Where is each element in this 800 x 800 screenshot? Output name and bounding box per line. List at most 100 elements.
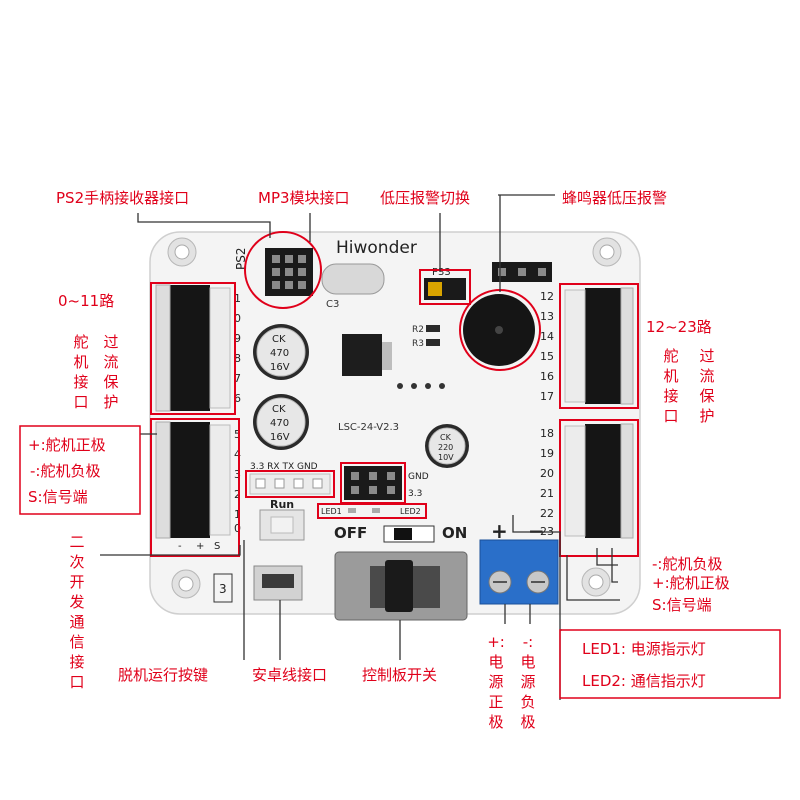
c3-silk: C3 bbox=[326, 299, 339, 310]
left-top-highlight bbox=[150, 282, 236, 415]
svg-text:-: - bbox=[178, 541, 182, 552]
svg-text:8: 8 bbox=[234, 352, 241, 365]
svg-text:22: 22 bbox=[540, 507, 554, 520]
label-power-negative: -:电源负极 bbox=[520, 633, 536, 731]
svg-text:5: 5 bbox=[234, 428, 241, 441]
label-lowvolt-switch: 低压报警切换 bbox=[380, 189, 471, 207]
right-bottom-highlight bbox=[559, 419, 639, 557]
mount-hole-br bbox=[581, 567, 611, 597]
label-range-12-23: 12~23路 bbox=[646, 318, 712, 336]
pin-legend-left: - + S bbox=[178, 541, 220, 552]
svg-text:12: 12 bbox=[540, 290, 554, 303]
run-button-cap bbox=[270, 516, 294, 534]
left-header-bottom bbox=[170, 422, 231, 538]
svg-text:3: 3 bbox=[234, 468, 241, 481]
label-overcurrent-right: 过流保护 bbox=[699, 347, 715, 425]
led-legend-box bbox=[559, 629, 781, 699]
buzzer-highlight bbox=[459, 289, 541, 371]
mp3-header bbox=[344, 466, 402, 500]
label-power-positive: +:电源正极 bbox=[487, 633, 505, 731]
svg-text:18: 18 bbox=[540, 427, 554, 440]
brand-silk: Hiwonder bbox=[336, 238, 417, 258]
svg-text:17: 17 bbox=[540, 390, 554, 403]
left-header-top bbox=[170, 285, 231, 411]
label-servo-interface-right: 舵机接口 bbox=[663, 347, 679, 425]
svg-text:0: 0 bbox=[234, 312, 241, 325]
svg-text:15: 15 bbox=[540, 350, 554, 363]
svg-text:+: + bbox=[196, 541, 204, 552]
svg-text:CK: CK bbox=[440, 433, 452, 442]
svg-text:20: 20 bbox=[540, 467, 554, 480]
right-header-bottom bbox=[564, 424, 621, 538]
label-servo-interface-left: 舵机接口 bbox=[73, 333, 89, 411]
buzzer-hole bbox=[495, 326, 503, 334]
svg-text:14: 14 bbox=[540, 330, 554, 343]
svg-text:9: 9 bbox=[234, 332, 241, 345]
led2 bbox=[372, 508, 380, 513]
svg-text:470: 470 bbox=[270, 348, 289, 359]
p33-silk: P33 bbox=[432, 267, 451, 278]
label-servo-positive-left: +:舵机正极 bbox=[28, 436, 106, 454]
serial-highlight bbox=[245, 470, 335, 498]
power-terminal[interactable] bbox=[479, 539, 559, 605]
test-points bbox=[397, 383, 445, 389]
svg-text:CK: CK bbox=[272, 334, 286, 345]
serial-silk: 3.3 RX TX GND bbox=[250, 462, 318, 472]
label-overcurrent-left: 过流保护 bbox=[103, 333, 119, 411]
power-switch-knob bbox=[385, 560, 413, 612]
run-button[interactable] bbox=[259, 509, 305, 541]
regulator-tab bbox=[382, 342, 392, 370]
ps2-pins bbox=[272, 255, 306, 289]
svg-text:4: 4 bbox=[234, 448, 241, 461]
minus-silk: − bbox=[528, 519, 545, 543]
num3-box bbox=[213, 573, 233, 603]
svg-text:S: S bbox=[214, 541, 220, 552]
left-channel-numbers: 1 0 9 8 7 6 5 4 3 2 1 0 bbox=[234, 292, 241, 535]
svg-text:470: 470 bbox=[270, 418, 289, 429]
mount-hole-bl bbox=[171, 569, 201, 599]
label-mp3-module: MP3模块接口 bbox=[258, 189, 350, 207]
svg-text:7: 7 bbox=[234, 372, 241, 385]
right-top-highlight bbox=[559, 283, 639, 409]
led1-silk: LED1 bbox=[321, 507, 342, 516]
plus-silk: + bbox=[491, 519, 508, 543]
buzzer-header-pins bbox=[498, 268, 546, 276]
label-signal-right: S:信号端 bbox=[652, 596, 712, 614]
mount-hole-tr bbox=[592, 237, 622, 267]
svg-text:2: 2 bbox=[234, 488, 241, 501]
run-silk: Run bbox=[270, 498, 294, 511]
right-k-strip bbox=[620, 287, 634, 539]
svg-text:1: 1 bbox=[234, 292, 241, 305]
num3-silk: 3 bbox=[219, 582, 227, 596]
r2-silk: R2 bbox=[412, 325, 424, 335]
svg-text:16: 16 bbox=[540, 370, 554, 383]
mount-hole-tl bbox=[167, 237, 197, 267]
label-led1: LED1: 电源指示灯 bbox=[582, 640, 706, 658]
jumper-cap bbox=[428, 282, 442, 296]
svg-text:13: 13 bbox=[540, 310, 554, 323]
resistor-r2 bbox=[426, 325, 440, 332]
svg-text:0: 0 bbox=[234, 522, 241, 535]
left-k-strip bbox=[155, 284, 171, 539]
ps2-highlight bbox=[244, 231, 322, 309]
label-servo-negative-right: -:舵机负极 bbox=[652, 555, 723, 573]
svg-text:1: 1 bbox=[234, 508, 241, 521]
on-silk: ON bbox=[442, 524, 467, 542]
voltage-regulator bbox=[342, 334, 382, 376]
svg-text:CK: CK bbox=[272, 404, 286, 415]
svg-text:6: 6 bbox=[234, 392, 241, 405]
label-buzzer-alarm: 蜂鸣器低压报警 bbox=[562, 189, 668, 207]
led-highlight bbox=[317, 503, 427, 519]
v33-silk: 3.3 bbox=[408, 489, 422, 499]
svg-text:10V: 10V bbox=[438, 453, 454, 462]
label-signal-left: S:信号端 bbox=[28, 488, 88, 506]
switch-indicator-knob bbox=[394, 528, 412, 540]
model-silk: LSC-24-V2.3 bbox=[338, 422, 399, 433]
gnd-silk: GND bbox=[408, 472, 429, 482]
label-android-port: 安卓线接口 bbox=[252, 666, 328, 684]
capacitor-3: CK 220 10V bbox=[425, 424, 469, 468]
label-led2: LED2: 通信指示灯 bbox=[582, 672, 706, 690]
svg-text:220: 220 bbox=[438, 443, 453, 452]
